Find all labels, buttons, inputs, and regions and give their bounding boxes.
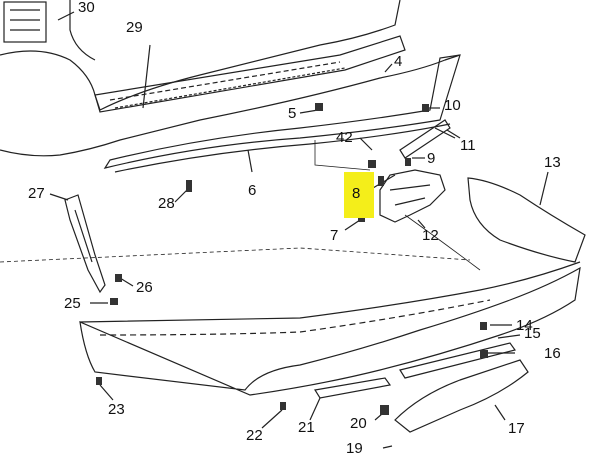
- fastener-28: [186, 180, 192, 192]
- fastener-5: [315, 103, 323, 111]
- callout-10: 10: [444, 97, 461, 114]
- callout-20: 20: [350, 415, 367, 432]
- leader-6: [247, 149, 253, 173]
- fastener-42: [368, 160, 376, 168]
- rear-fascia-crease: [99, 299, 491, 336]
- callout-25: 25: [64, 295, 81, 312]
- body-lower-edge: [0, 54, 461, 157]
- fastener-14: [480, 322, 487, 330]
- callout-16: 16: [544, 345, 561, 362]
- center-bracket-detail: [389, 184, 431, 206]
- fastener-25: [110, 298, 118, 305]
- callout-42: 42: [336, 129, 353, 146]
- dash-ref-2: [314, 140, 371, 171]
- dash-ref-3: [404, 214, 481, 271]
- callout-22: 22: [246, 427, 263, 444]
- callout-9: 9: [427, 150, 435, 167]
- callout-30: 30: [78, 0, 95, 16]
- callout-8: 8: [352, 185, 360, 202]
- callout-29: 29: [126, 19, 143, 36]
- leader-22: [261, 409, 283, 429]
- callout-12: 12: [422, 227, 439, 244]
- callouts: 4 5 6 7 8 9 10 11 12 13 14 15 16 17 19 2…: [28, 0, 561, 453]
- sill-plate-inner: [109, 61, 341, 101]
- callout-17: 17: [508, 420, 525, 437]
- fastener-22: [280, 402, 286, 410]
- callout-26: 26: [136, 279, 153, 296]
- body-inner-line: [69, 0, 96, 61]
- fastener-9: [405, 158, 411, 166]
- guide-line-30: [57, 11, 75, 21]
- callout-13: 13: [544, 154, 561, 171]
- fastener-26: [115, 274, 122, 282]
- callout-15: 15: [524, 325, 541, 342]
- rear-fascia: [79, 266, 581, 396]
- callout-14: 14: [516, 317, 533, 334]
- callout-28: 28: [158, 195, 175, 212]
- side-bracket-left-line: [74, 209, 93, 263]
- sill-plate: [94, 35, 406, 113]
- step-pad: [394, 359, 529, 433]
- leader-23: [99, 384, 114, 401]
- callout-6: 6: [248, 182, 256, 199]
- fasteners: [96, 103, 488, 415]
- rear-fascia-top: [79, 261, 581, 323]
- bracket-30: [3, 1, 47, 43]
- impact-bar: [103, 54, 461, 169]
- fascia-corner-right: [467, 177, 586, 263]
- center-bracket: [379, 169, 446, 223]
- side-bracket-left: [64, 194, 106, 294]
- callout-27: 27: [28, 185, 45, 202]
- dash-ref-1: [0, 247, 471, 263]
- leader-11: [446, 129, 461, 139]
- fastener-23: [96, 377, 102, 385]
- body-upper-outline: [0, 0, 401, 111]
- leader-27: [49, 193, 69, 201]
- leader-17: [494, 404, 506, 421]
- trim-strip: [399, 342, 516, 379]
- callout-19: 19: [346, 440, 363, 453]
- bracket-30-detail: [10, 9, 40, 31]
- leader-42: [359, 137, 373, 151]
- fastener-16: [480, 350, 488, 358]
- bracket-11-line: [434, 127, 456, 139]
- fastener-8: [378, 176, 384, 186]
- callout-23: 23: [108, 401, 125, 418]
- leader-7: [344, 219, 361, 231]
- leader-19: [382, 445, 393, 449]
- leader-4: [384, 63, 393, 73]
- leader-26: [119, 277, 134, 287]
- callout-8-highlight: [344, 172, 374, 218]
- lower-valance: [314, 377, 392, 399]
- fastener-10: [422, 104, 429, 112]
- fastener-7: [358, 215, 365, 222]
- leader-28: [174, 189, 188, 203]
- callout-7: 7: [330, 227, 338, 244]
- impact-bar-line: [114, 123, 451, 173]
- callout-21: 21: [298, 419, 315, 436]
- leader-12: [417, 219, 426, 229]
- bracket-11: [399, 119, 451, 159]
- fastener-20: [380, 405, 389, 415]
- sill-plate-inner-2: [114, 67, 346, 109]
- leader-15: [497, 334, 521, 339]
- callout-5: 5: [288, 105, 296, 122]
- leader-13: [539, 171, 549, 206]
- callout-11: 11: [460, 137, 476, 154]
- guide-line-29: [142, 44, 151, 109]
- leader-21: [309, 397, 321, 421]
- callout-4: 4: [394, 53, 402, 70]
